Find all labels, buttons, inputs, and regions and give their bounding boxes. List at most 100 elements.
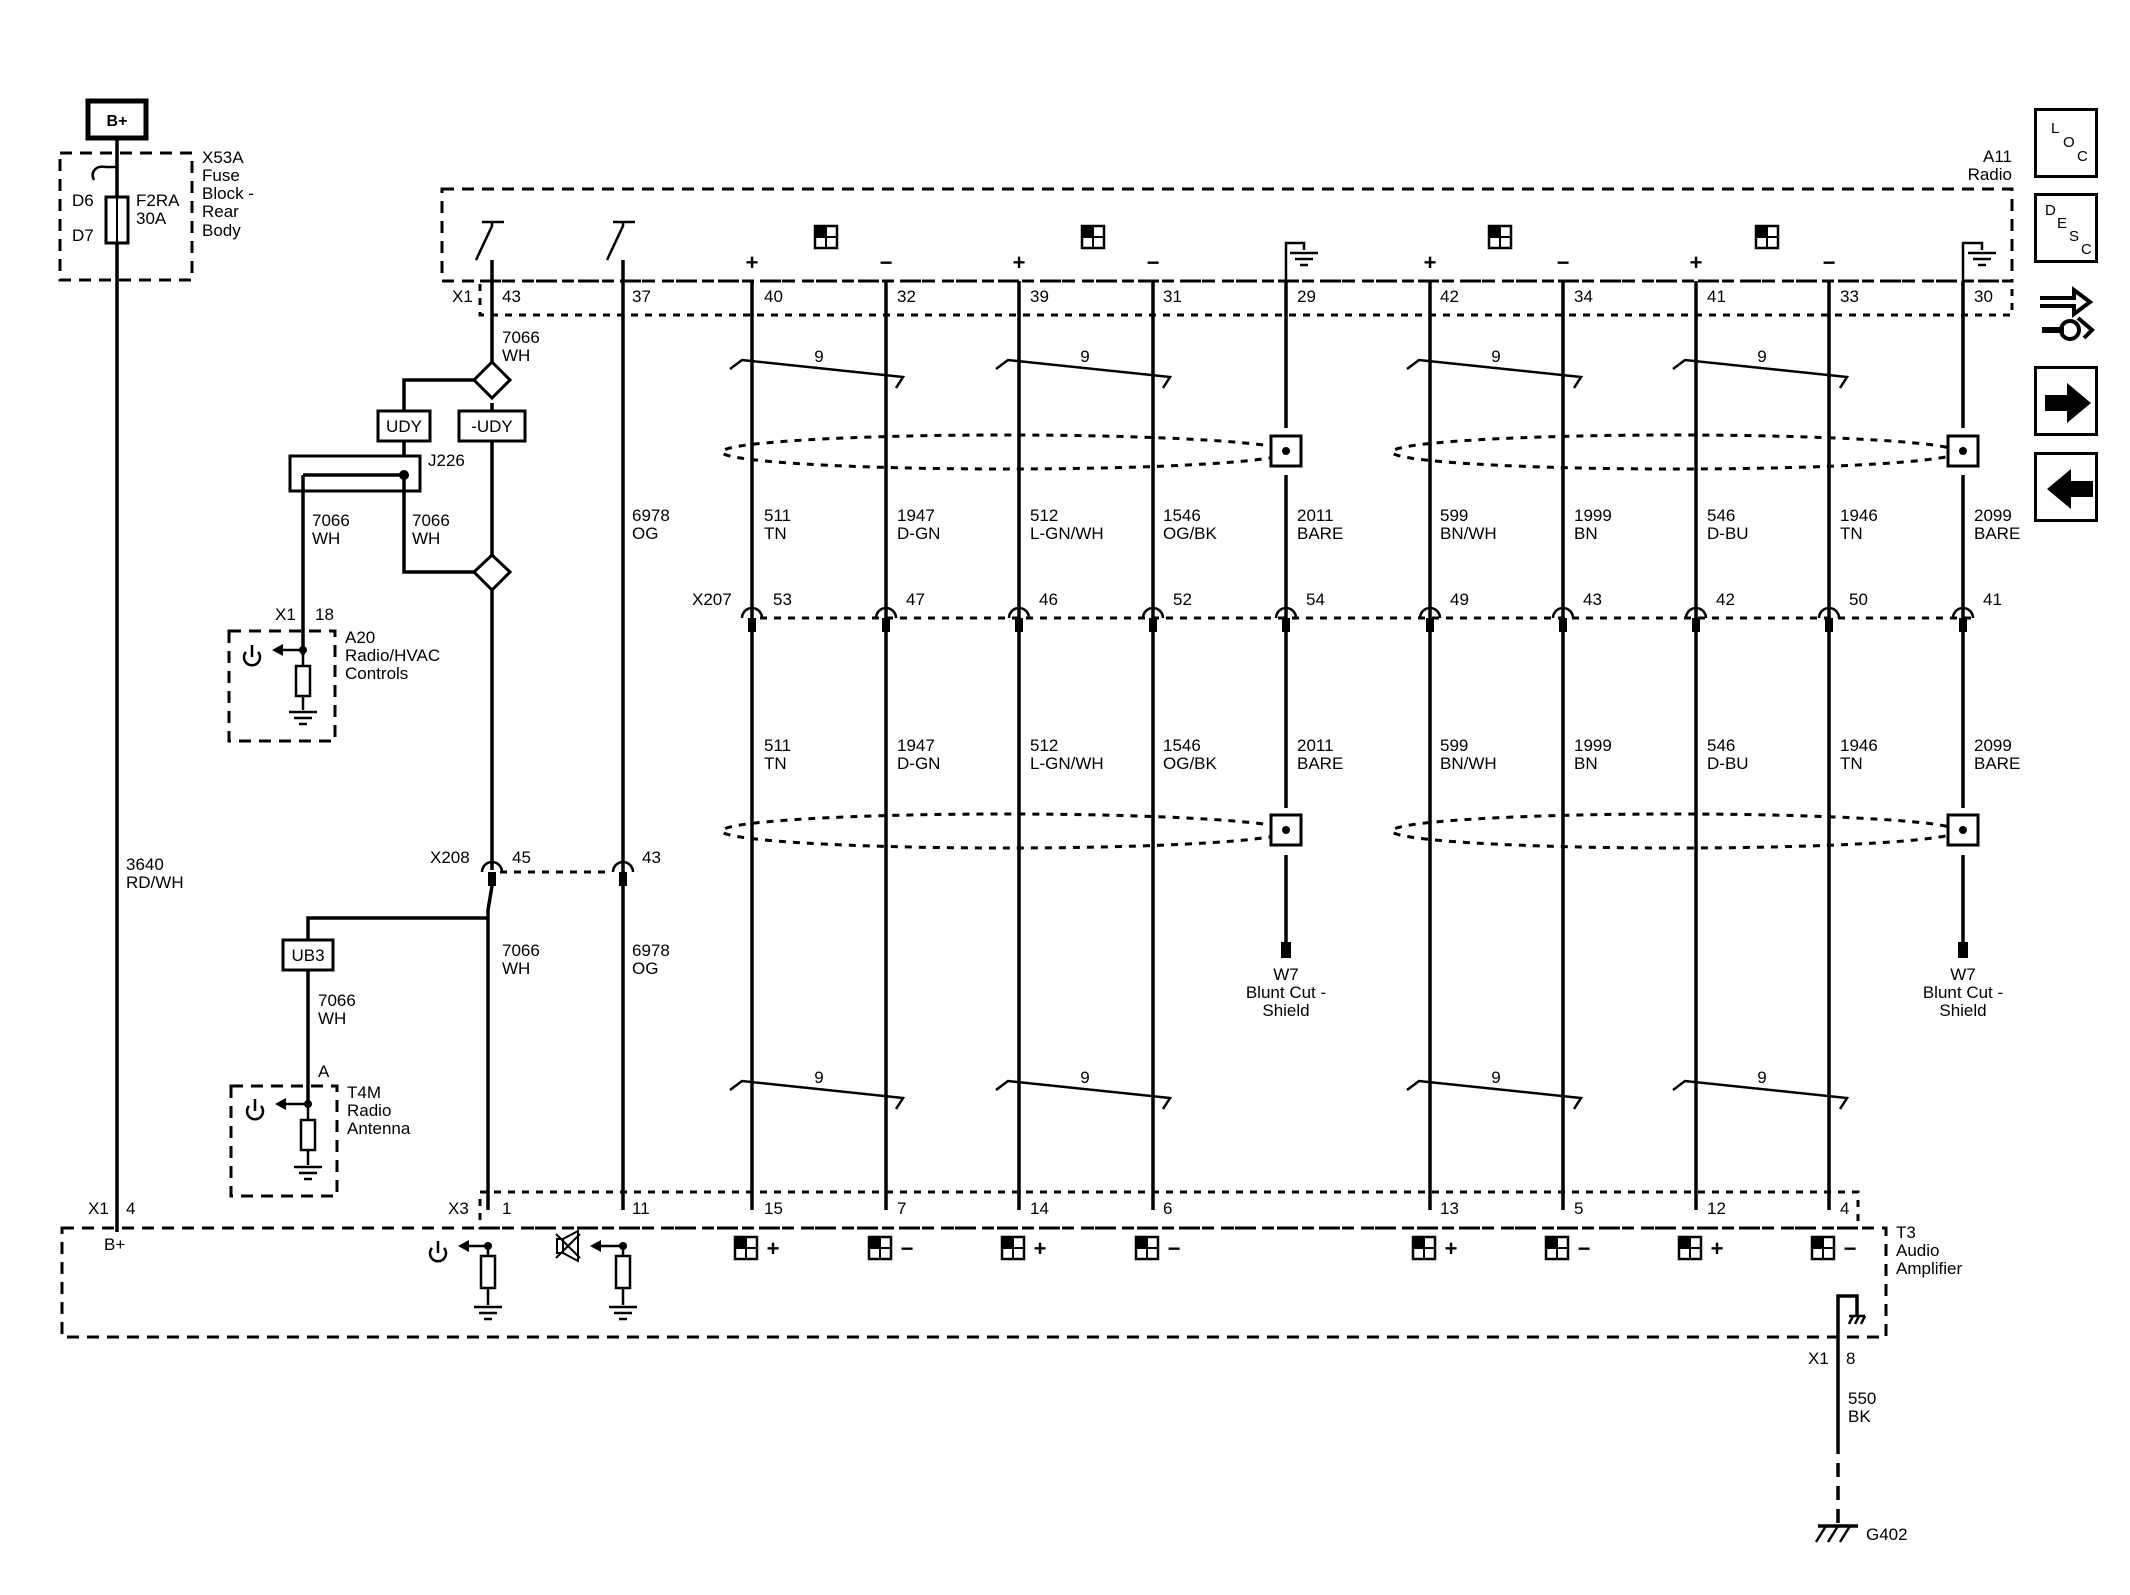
location-button[interactable]: L O C: [2034, 108, 2098, 178]
svg-text:B+: B+: [104, 1235, 125, 1254]
svg-text:+: +: [1034, 1236, 1047, 1261]
svg-text:+: +: [1445, 1236, 1458, 1261]
svg-text:T4M: T4M: [347, 1083, 381, 1102]
svg-text:7066: 7066: [412, 511, 450, 530]
svg-text:X1: X1: [1808, 1349, 1829, 1368]
svg-text:42: 42: [1440, 287, 1459, 306]
svg-text:2099: 2099: [1974, 736, 2012, 755]
svg-text:D-GN: D-GN: [897, 524, 940, 543]
arrow-left-icon: [2047, 469, 2093, 509]
speaker-icon: [1000, 1235, 1026, 1261]
previous-button[interactable]: [2034, 452, 2098, 522]
svg-text:Radio/HVAC: Radio/HVAC: [345, 646, 440, 665]
svg-text:WH: WH: [312, 529, 340, 548]
svg-text:12: 12: [1707, 1199, 1726, 1218]
svg-text:A20: A20: [345, 628, 375, 647]
svg-text:A: A: [318, 1062, 330, 1081]
svg-text:9: 9: [1080, 1068, 1089, 1087]
svg-text:+: +: [746, 250, 759, 275]
svg-text:33: 33: [1840, 287, 1859, 306]
svg-text:J226: J226: [428, 451, 465, 470]
svg-text:1546: 1546: [1163, 736, 1201, 755]
svg-text:54: 54: [1306, 590, 1325, 609]
svg-text:1546: 1546: [1163, 506, 1201, 525]
svg-text:53: 53: [773, 590, 792, 609]
svg-text:7066: 7066: [502, 941, 540, 960]
svg-text:41: 41: [1707, 287, 1726, 306]
svg-text:37: 37: [632, 287, 651, 306]
svg-text:9: 9: [1491, 347, 1500, 366]
svg-text:UB3: UB3: [291, 946, 324, 965]
svg-text:50: 50: [1849, 590, 1868, 609]
svg-text:-UDY: -UDY: [471, 417, 513, 436]
svg-text:WH: WH: [502, 959, 530, 978]
svg-text:D-GN: D-GN: [897, 754, 940, 773]
svg-text:47: 47: [906, 590, 925, 609]
svg-text:43: 43: [1583, 590, 1602, 609]
svg-text:W7: W7: [1273, 965, 1299, 984]
svg-text:D7: D7: [72, 226, 94, 245]
svg-text:+: +: [1424, 250, 1437, 275]
svg-text:X53A: X53A: [202, 148, 244, 167]
svg-text:32: 32: [897, 287, 916, 306]
svg-text:Amplifier: Amplifier: [1896, 1259, 1962, 1278]
svg-text:OG/BK: OG/BK: [1163, 524, 1218, 543]
wrench-connector-icon: [2040, 286, 2095, 341]
svg-text:E: E: [2057, 215, 2067, 232]
svg-text:+: +: [1690, 250, 1703, 275]
svg-text:BARE: BARE: [1297, 524, 1343, 543]
svg-text:OG: OG: [632, 959, 658, 978]
twisted-pair-markers: 9 9 9 9 9 9 9 9: [729, 347, 1850, 1110]
svg-text:+: +: [767, 1236, 780, 1261]
svg-text:550: 550: [1848, 1389, 1876, 1408]
svg-text:Radio: Radio: [347, 1101, 391, 1120]
radio-speaker-outputs: + − + − + − + −: [746, 224, 1836, 275]
svg-text:30: 30: [1974, 287, 1993, 306]
speaker-icon: [867, 1235, 893, 1261]
svg-text:BARE: BARE: [1297, 754, 1343, 773]
svg-text:OG: OG: [632, 524, 658, 543]
speaker-icon: [813, 224, 839, 250]
svg-text:45: 45: [512, 848, 531, 867]
svg-text:8: 8: [1846, 1349, 1855, 1368]
option-branches: UDY -UDY J226 7066 WH 7066 WH: [288, 359, 527, 655]
svg-text:−: −: [1168, 1236, 1181, 1261]
svg-text:C: C: [2081, 241, 2092, 258]
svg-text:41: 41: [1983, 590, 2002, 609]
svg-text:9: 9: [1491, 1068, 1500, 1087]
svg-text:O: O: [2063, 134, 2075, 151]
shield-drain-labels: W7 Blunt Cut - Shield W7 Blunt Cut - Shi…: [1246, 965, 2003, 1020]
svg-text:TN: TN: [764, 524, 787, 543]
svg-text:9: 9: [814, 1068, 823, 1087]
speaker-icon: [1544, 1235, 1570, 1261]
svg-text:1946: 1946: [1840, 736, 1878, 755]
description-button[interactable]: D E S C: [2034, 193, 2098, 263]
svg-text:43: 43: [642, 848, 661, 867]
svg-text:BN/WH: BN/WH: [1440, 754, 1497, 773]
svg-text:L-GN/WH: L-GN/WH: [1030, 524, 1104, 543]
svg-text:T3: T3: [1896, 1223, 1916, 1242]
power-icon: [428, 1239, 448, 1263]
svg-text:1: 1: [502, 1199, 511, 1218]
svg-text:UDY: UDY: [386, 417, 422, 436]
svg-text:31: 31: [1163, 287, 1182, 306]
connector-views-button[interactable]: [2034, 278, 2098, 348]
svg-text:BN/WH: BN/WH: [1440, 524, 1497, 543]
svg-text:Body: Body: [202, 221, 241, 240]
radio-module: A11 Radio X1: [440, 147, 2014, 317]
svg-text:18: 18: [315, 605, 334, 624]
svg-text:D-BU: D-BU: [1707, 524, 1749, 543]
svg-text:−: −: [1557, 250, 1570, 275]
svg-text:40: 40: [764, 287, 783, 306]
svg-text:6978: 6978: [632, 506, 670, 525]
svg-text:599: 599: [1440, 736, 1468, 755]
radio-pin-labels: 43 37 40 32 39 31 29 42 34 41 33 30: [502, 287, 1993, 306]
svg-text:−: −: [1823, 250, 1836, 275]
speaker-icon: [1677, 1235, 1703, 1261]
power-icon: [242, 643, 262, 667]
svg-text:−: −: [1147, 250, 1160, 275]
next-button[interactable]: [2034, 366, 2098, 436]
svg-text:X1: X1: [275, 605, 296, 624]
svg-text:511: 511: [764, 506, 791, 525]
wires: [486, 260, 1968, 1210]
